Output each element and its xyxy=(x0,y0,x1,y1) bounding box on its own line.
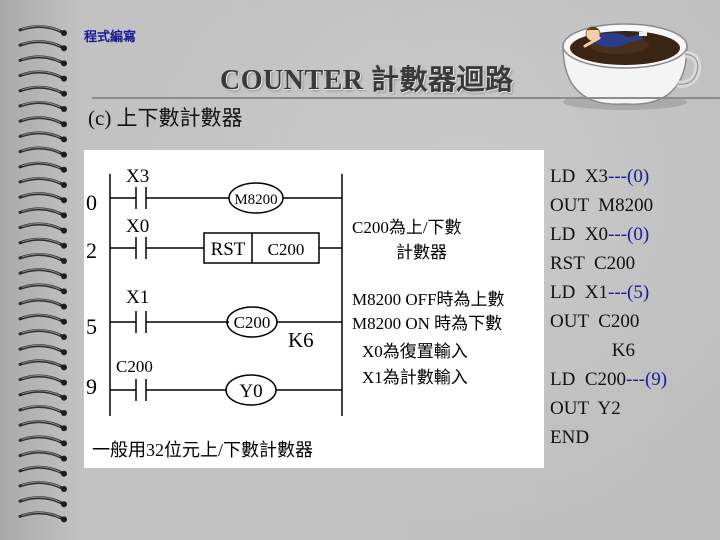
counter-coil-label: C200 xyxy=(234,313,271,332)
coil-label: Y0 xyxy=(239,381,262,402)
diagram-note: M8200 OFF時為上數 xyxy=(352,290,505,309)
instruction-text: LD X1 xyxy=(550,282,609,303)
step-reference: ---(9) xyxy=(626,369,668,390)
diagram-note: M8200 ON 時為下數 xyxy=(352,314,502,333)
binding-ring xyxy=(18,344,67,356)
header-label: 程式編寫 xyxy=(84,30,137,45)
binding-ring xyxy=(18,192,67,204)
instruction-text: K6 xyxy=(550,340,635,361)
binding-ring xyxy=(18,329,67,340)
swimmer-figure-icon xyxy=(583,26,647,48)
instruction-text: OUT C200 xyxy=(550,311,640,332)
binding-ring xyxy=(18,101,67,112)
contact-label: X3 xyxy=(126,166,149,187)
binding-ring xyxy=(18,131,67,143)
contact-label: C200 xyxy=(116,357,153,376)
instruction-text: OUT Y2 xyxy=(550,398,621,419)
coil-label: M8200 xyxy=(234,192,277,208)
instruction-line: LD X0---(0) xyxy=(550,220,718,249)
binding-ring xyxy=(18,237,67,249)
instruction-line: LD X1---(5) xyxy=(550,278,718,307)
binding-ring xyxy=(18,85,67,97)
binding-ring xyxy=(18,207,67,219)
instruction-line: OUT Y2 xyxy=(550,394,718,423)
binding-ring xyxy=(18,450,67,462)
binding-ring xyxy=(18,511,67,523)
binding-ring xyxy=(18,435,67,447)
instruction-line: LD C200---(9) xyxy=(550,365,718,394)
binding-ring xyxy=(18,40,67,52)
step-number: 2 xyxy=(86,238,97,263)
slide-title: COUNTER 計數器迴路 xyxy=(220,65,514,96)
binding-ring xyxy=(18,389,67,401)
rst-operand: C200 xyxy=(268,240,305,259)
binding-ring xyxy=(18,161,67,173)
slide-subtitle: (c) 上下數計數器 xyxy=(88,106,243,130)
binding-ring xyxy=(18,146,67,158)
step-reference: ---(0) xyxy=(608,224,650,245)
binding-ring xyxy=(18,25,67,36)
diagram-note: 計數器 xyxy=(396,243,447,262)
counter-preset: K6 xyxy=(288,328,314,352)
instruction-text: RST C200 xyxy=(550,253,636,274)
binding-ring xyxy=(18,313,67,325)
title-divider xyxy=(92,97,720,99)
instruction-text: LD X3 xyxy=(550,166,609,187)
contact-label: X1 xyxy=(126,287,149,308)
rst-instruction: RST xyxy=(211,239,246,260)
step-number: 0 xyxy=(86,190,97,215)
instruction-text: OUT M8200 xyxy=(550,195,654,216)
binding-ring xyxy=(18,496,67,508)
binding-ring xyxy=(18,253,67,264)
ladder-diagram: 0 2 5 9 X3 X0 X1 C200 M8200 RST C200 C20… xyxy=(84,150,544,468)
binding-ring xyxy=(18,481,67,492)
instruction-line: OUT M8200 xyxy=(550,191,718,220)
instruction-text: LD C200 xyxy=(550,369,626,390)
instruction-line: OUT C200 xyxy=(550,307,718,336)
instruction-line: K6 xyxy=(550,336,718,365)
binding-ring xyxy=(18,116,67,128)
instruction-line: LD X3---(0) xyxy=(550,162,718,191)
binding-ring xyxy=(18,222,67,234)
step-number: 5 xyxy=(86,314,97,339)
binding-ring xyxy=(18,70,67,82)
binding-ring xyxy=(18,298,67,310)
diagram-footer: 一般用32位元上/下數計數器 xyxy=(92,440,313,460)
coffee-cup-illustration xyxy=(562,23,701,110)
binding-ring xyxy=(18,359,67,371)
diagram-note: C200為上/下數 xyxy=(352,218,462,237)
step-reference: ---(5) xyxy=(608,282,650,303)
binding-ring xyxy=(18,465,67,477)
diagram-note: X0為復置輸入 xyxy=(362,342,468,361)
binding-ring xyxy=(18,268,67,280)
contact-label: X0 xyxy=(126,216,149,237)
binding-ring xyxy=(18,177,67,188)
spiral-binding xyxy=(18,25,67,523)
diagram-note: X1為計數輸入 xyxy=(362,368,468,387)
instruction-text: LD X0 xyxy=(550,224,609,245)
binding-ring xyxy=(18,420,67,432)
step-number: 9 xyxy=(86,374,97,399)
binding-ring xyxy=(18,374,67,386)
instruction-line: RST C200 xyxy=(550,249,718,278)
binding-ring xyxy=(18,283,67,295)
binding-ring xyxy=(18,405,67,416)
step-reference: ---(0) xyxy=(608,166,650,187)
binding-ring xyxy=(18,55,67,67)
instruction-text: END xyxy=(550,427,590,448)
instruction-line: END xyxy=(550,423,718,452)
